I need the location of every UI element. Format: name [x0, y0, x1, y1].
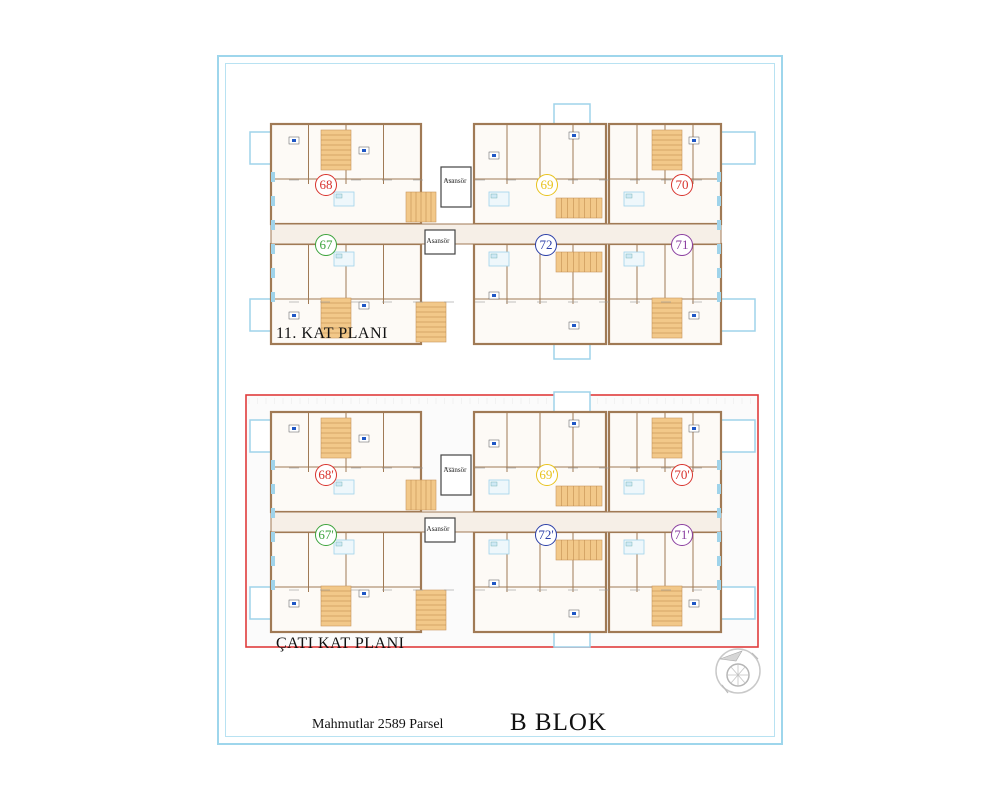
elevator-shaft	[424, 517, 456, 543]
window	[717, 532, 721, 542]
elevator-label: Asansör	[426, 525, 450, 533]
unit-number-68p: 68'	[315, 464, 337, 486]
unit-number-72p: 72'	[535, 524, 557, 546]
window	[271, 292, 275, 302]
fixture	[335, 253, 343, 259]
furniture-accent	[362, 592, 366, 595]
furniture-accent	[362, 149, 366, 152]
window	[271, 580, 275, 590]
window	[717, 508, 721, 518]
window	[271, 196, 275, 206]
furniture-accent	[692, 602, 696, 605]
window	[717, 196, 721, 206]
unit-number-68: 68	[315, 174, 337, 196]
unit-number-67p: 67'	[315, 524, 337, 546]
fixture	[490, 253, 498, 259]
inner-frame	[225, 63, 775, 737]
unit-number-71p: 71'	[671, 524, 693, 546]
balcony	[553, 103, 591, 127]
furniture-accent	[692, 314, 696, 317]
drawing-sheet: 11. KAT PLANI Asansör Asansör 68 69 70 6…	[217, 55, 783, 745]
window	[717, 580, 721, 590]
fixture	[625, 253, 633, 259]
furniture-accent	[492, 442, 496, 445]
furniture-accent	[572, 612, 576, 615]
elevator-label: Asansör	[426, 237, 450, 245]
window	[717, 172, 721, 182]
window	[717, 484, 721, 494]
furniture-accent	[292, 139, 296, 142]
unit-number-69p: 69'	[536, 464, 558, 486]
window	[717, 244, 721, 254]
furniture-accent	[572, 134, 576, 137]
window	[271, 556, 275, 566]
furniture-accent	[362, 304, 366, 307]
fixture	[335, 193, 343, 199]
elevator-shaft	[440, 454, 472, 496]
elevator-shaft	[440, 166, 472, 208]
window	[717, 292, 721, 302]
fixture	[335, 541, 343, 547]
unit-number-69: 69	[536, 174, 558, 196]
block-label: B BLOK	[510, 709, 607, 736]
elevator-label: Asansör	[443, 466, 467, 474]
unit-number-70p: 70'	[671, 464, 693, 486]
window	[271, 220, 275, 230]
balcony	[718, 131, 756, 165]
unit-number-72: 72	[535, 234, 557, 256]
furniture-accent	[362, 437, 366, 440]
elevator-label: Asansör	[443, 177, 467, 185]
window	[717, 268, 721, 278]
furniture-accent	[572, 422, 576, 425]
furniture-accent	[292, 427, 296, 430]
furniture-accent	[692, 139, 696, 142]
balcony	[718, 298, 756, 332]
window	[271, 484, 275, 494]
fixture	[625, 541, 633, 547]
fixture	[490, 481, 498, 487]
furniture-accent	[492, 294, 496, 297]
furniture-accent	[492, 582, 496, 585]
parcel-label: Mahmutlar 2589 Parsel	[312, 717, 444, 732]
floor-plans-drawing	[245, 103, 759, 648]
unit-number-70: 70	[671, 174, 693, 196]
corridor	[270, 511, 722, 533]
fixture	[490, 541, 498, 547]
window	[717, 460, 721, 470]
furniture-accent	[572, 324, 576, 327]
window	[717, 556, 721, 566]
balcony	[718, 419, 756, 453]
furniture-accent	[292, 602, 296, 605]
window	[271, 532, 275, 542]
corridor	[270, 223, 722, 245]
compass-logo-icon	[715, 648, 761, 694]
window	[271, 172, 275, 182]
fixture	[335, 481, 343, 487]
window	[717, 220, 721, 230]
fixture	[625, 481, 633, 487]
plan-title-11: 11. KAT PLANI	[276, 325, 388, 342]
furniture-accent	[692, 427, 696, 430]
fixture	[625, 193, 633, 199]
window	[271, 268, 275, 278]
unit-number-67: 67	[315, 234, 337, 256]
balcony	[553, 391, 591, 415]
balcony	[718, 586, 756, 620]
furniture-accent	[492, 154, 496, 157]
furniture-accent	[292, 314, 296, 317]
elevator-shaft	[424, 229, 456, 255]
unit-number-71: 71	[671, 234, 693, 256]
window	[271, 460, 275, 470]
window	[271, 508, 275, 518]
window	[271, 244, 275, 254]
fixture	[490, 193, 498, 199]
plan-title-cati: ÇATI KAT PLANI	[276, 635, 405, 652]
